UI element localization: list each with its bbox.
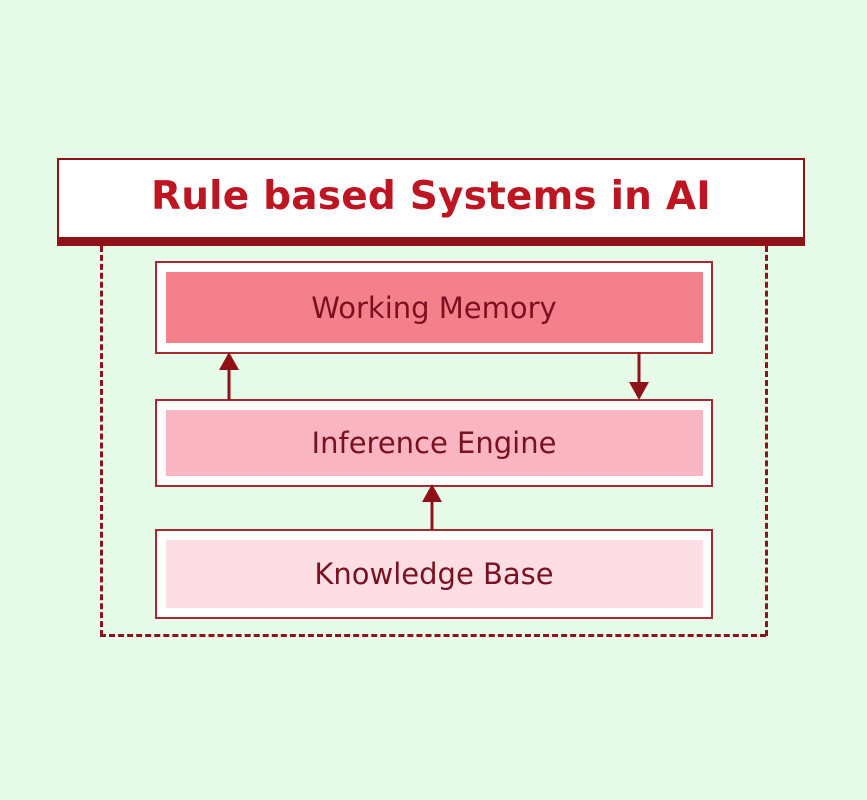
arrow-inference-engine-to-working-memory-icon	[217, 352, 241, 400]
enclosure-dashed-line-right	[765, 246, 768, 636]
node-inference-engine[interactable]: Inference Engine	[155, 399, 713, 487]
node-working-memory-label: Working Memory	[165, 272, 703, 343]
node-inference-engine-label: Inference Engine	[165, 410, 703, 476]
diagram-title-text: Rule based Systems in AI	[150, 174, 712, 219]
arrow-knowledge-base-to-inference-engine-icon	[420, 484, 444, 530]
arrow-working-memory-to-inference-engine-icon	[627, 352, 651, 400]
node-working-memory[interactable]: Working Memory	[155, 261, 713, 354]
enclosure-dashed-line-left	[100, 246, 103, 636]
diagram-title-box: Rule based Systems in AI	[57, 158, 805, 246]
node-knowledge-base-label: Knowledge Base	[165, 540, 703, 608]
enclosure-dashed-line-bottom	[100, 634, 766, 637]
node-knowledge-base[interactable]: Knowledge Base	[155, 529, 713, 619]
